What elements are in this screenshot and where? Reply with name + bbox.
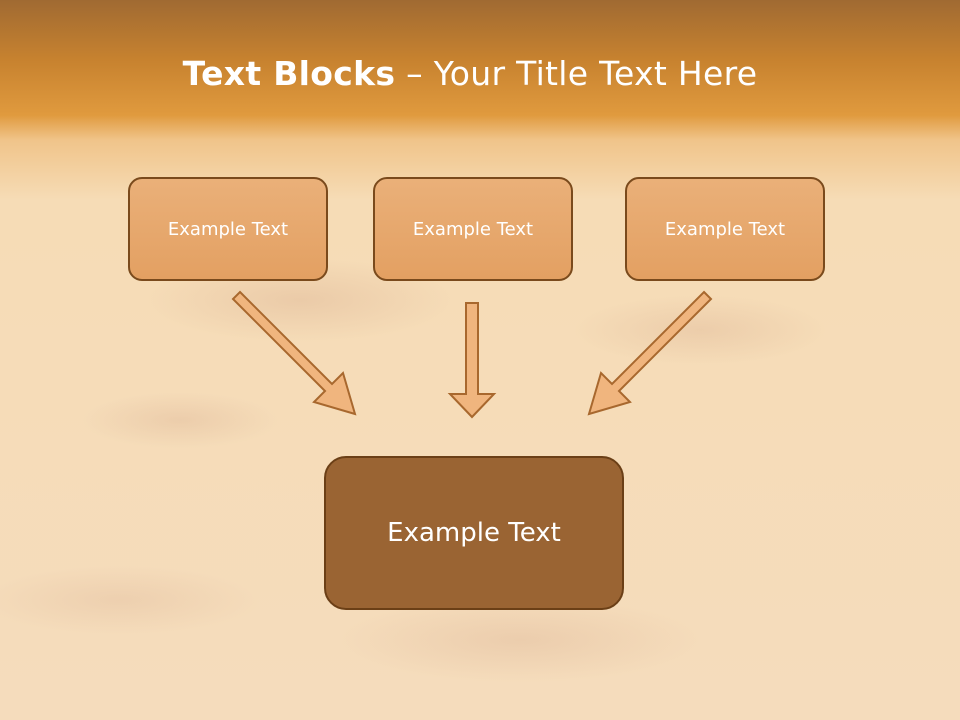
slide-title: Text Blocks – Your Title Text Here — [0, 54, 940, 93]
result-block[interactable]: Example Text — [324, 456, 624, 610]
arrow-center-down — [447, 302, 497, 419]
text-block-1[interactable]: Example Text — [128, 177, 328, 281]
title-bold-part: Text Blocks — [182, 54, 396, 93]
arrow-right-shape — [587, 290, 713, 416]
title-separator: – — [395, 54, 434, 93]
title-rest-part: Your Title Text Here — [433, 54, 758, 93]
text-block-3[interactable]: Example Text — [625, 177, 825, 281]
text-block-2[interactable]: Example Text — [373, 177, 573, 281]
arrow-left-shape — [231, 290, 357, 416]
